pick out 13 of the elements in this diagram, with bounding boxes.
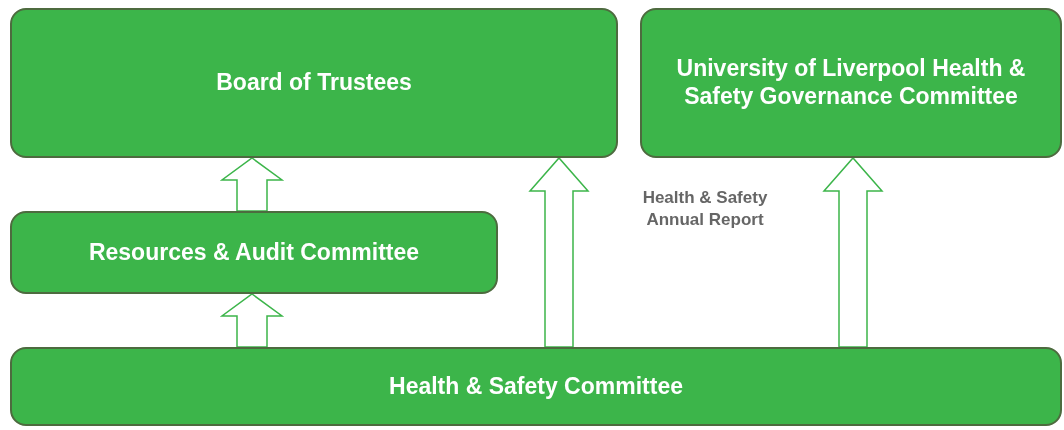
box-title: University of Liverpool Health & Safety Governance Committee (675, 55, 1027, 111)
block-arrow (219, 157, 285, 212)
arrow-caption: Health & Safety Annual Report (641, 187, 769, 232)
box-title: Health & Safety Committee (389, 372, 683, 401)
committee-box (10, 211, 498, 294)
box-title: Resources & Audit Committee (88, 238, 420, 267)
committee-box (640, 8, 1062, 158)
box-title: Board of Trustees (216, 69, 412, 97)
block-arrow (528, 156, 590, 348)
block-arrow (822, 156, 884, 348)
block-arrow (219, 293, 285, 348)
committee-box (10, 347, 1062, 426)
committee-box (10, 8, 618, 158)
